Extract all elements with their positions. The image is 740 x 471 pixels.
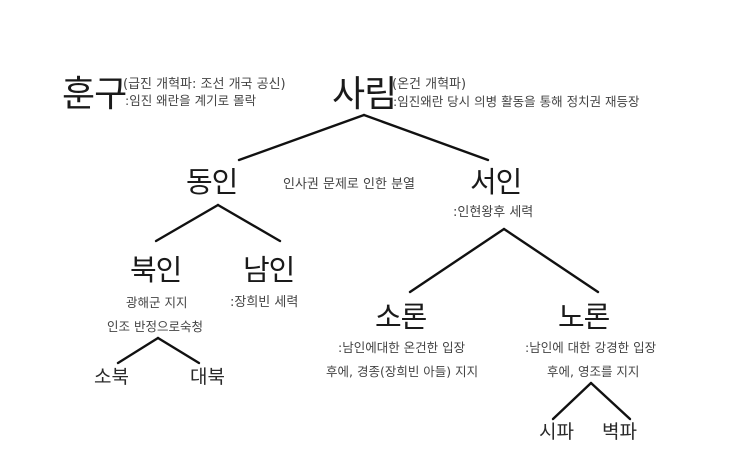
edge-dongin-bugin [154,203,220,243]
node-soron-note2: 후에, 경종(장희빈 아들) 지지 [326,364,479,379]
edge-bugin-sobuk [116,336,160,365]
node-hungu-note1: (급진 개혁파: 조선 개국 공신) [123,77,286,92]
edge-bugin-daebuk [156,336,201,365]
edge-noron-sipa [551,381,593,421]
node-bugin-label: 북인 [130,253,182,287]
node-sipa-label: 시파 [539,421,574,443]
edge-dongin-namin [216,203,282,243]
node-noron-note1: :남인에 대한 강경한 입장 [525,340,657,355]
node-hungu-label: 훈구 [62,74,127,115]
node-soron-note1: :남인에대한 온건한 입장 [338,340,466,355]
edge-sarim-dongin [237,113,366,162]
node-seoin-note: :인현왕후 세력 [453,205,534,220]
node-namin-note: :장희빈 세력 [230,295,299,310]
node-namin-label: 남인 [243,253,295,287]
node-bugin-note1: 광해군 지지 [126,295,188,310]
node-seoin-label: 서인 [470,165,522,199]
edge-noron-byeokpa [589,381,632,421]
split-reason-text: 인사권 문제로 인한 분열 [283,177,415,192]
node-soron-label: 소론 [375,300,427,334]
edge-seoin-soron [408,227,506,294]
node-noron-note2: 후에, 영조를 지지 [547,364,640,379]
node-sobuk-label: 소북 [94,366,129,388]
node-bugin-note2: 인조 반정으로숙청 [107,319,203,334]
edge-sarim-seoin [362,113,490,162]
node-sarim-note1: (온건 개혁파) [392,77,467,92]
node-daebuk-label: 대북 [190,366,225,388]
node-dongin-label: 동인 [186,165,238,199]
edge-seoin-noron [502,227,600,294]
node-sarim-label: 사림 [332,74,397,115]
node-hungu-note2: :임진 왜란을 계기로 몰락 [125,93,257,108]
node-noron-label: 노론 [558,300,610,334]
node-byeokpa-label: 벽파 [602,421,637,443]
node-sarim-note2: :임진왜란 당시 의병 활동을 통해 정치권 재등장 [393,94,640,109]
